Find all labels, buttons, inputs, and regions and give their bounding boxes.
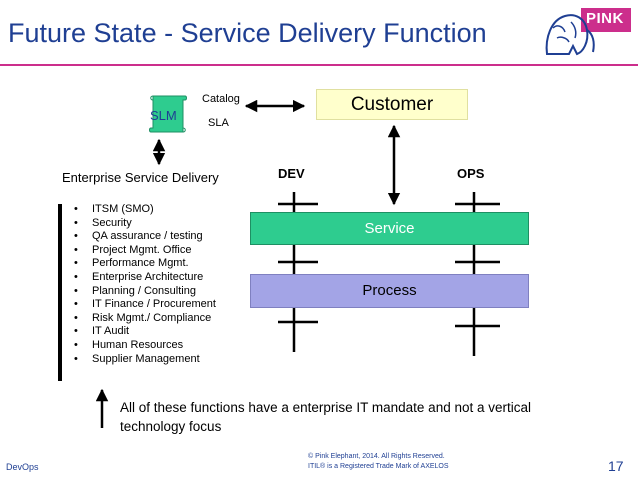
slm-label: SLM xyxy=(150,108,177,123)
service-box: Service xyxy=(250,212,529,245)
note-text: All of these functions have a enterprise… xyxy=(120,400,531,434)
dev-label: DEV xyxy=(278,166,305,181)
list-item: Project Mgmt. Office xyxy=(74,244,216,258)
title-divider xyxy=(0,64,638,66)
enterprise-service-delivery-label: Enterprise Service Delivery xyxy=(62,170,219,185)
functions-bracket-line xyxy=(58,204,62,381)
list-item: QA assurance / testing xyxy=(74,230,216,244)
list-item: Supplier Management xyxy=(74,353,216,367)
copyright-line-1: © Pink Elephant, 2014. All Rights Reserv… xyxy=(308,453,445,460)
functions-list: ITSM (SMO) Security QA assurance / testi… xyxy=(74,203,216,366)
list-item: IT Finance / Procurement xyxy=(74,298,216,312)
list-item: Planning / Consulting xyxy=(74,285,216,299)
list-item: ITSM (SMO) xyxy=(74,203,216,217)
process-box: Process xyxy=(250,274,529,308)
customer-box: Customer xyxy=(316,89,468,120)
page-title: Future State - Service Delivery Function xyxy=(8,18,487,48)
list-item: Risk Mgmt./ Compliance xyxy=(74,312,216,326)
list-item: Performance Mgmt. xyxy=(74,257,216,271)
sla-label: SLA xyxy=(208,117,229,129)
page-number: 17 xyxy=(608,458,624,474)
copyright-notice: © Pink Elephant, 2014. All Rights Reserv… xyxy=(308,452,449,472)
list-item: Human Resources xyxy=(74,339,216,353)
ops-label: OPS xyxy=(457,166,485,181)
list-item: Enterprise Architecture xyxy=(74,271,216,285)
pink-elephant-logo-icon xyxy=(543,8,631,58)
copyright-line-2: ITIL® is a Registered Trade Mark of AXEL… xyxy=(308,463,449,470)
list-item: Security xyxy=(74,217,216,231)
logo-text: PINK xyxy=(586,10,624,27)
list-item: IT Audit xyxy=(74,325,216,339)
catalog-label: Catalog xyxy=(202,93,240,105)
slm-scroll-icon xyxy=(149,95,187,133)
footer-label: DevOps xyxy=(6,462,39,472)
